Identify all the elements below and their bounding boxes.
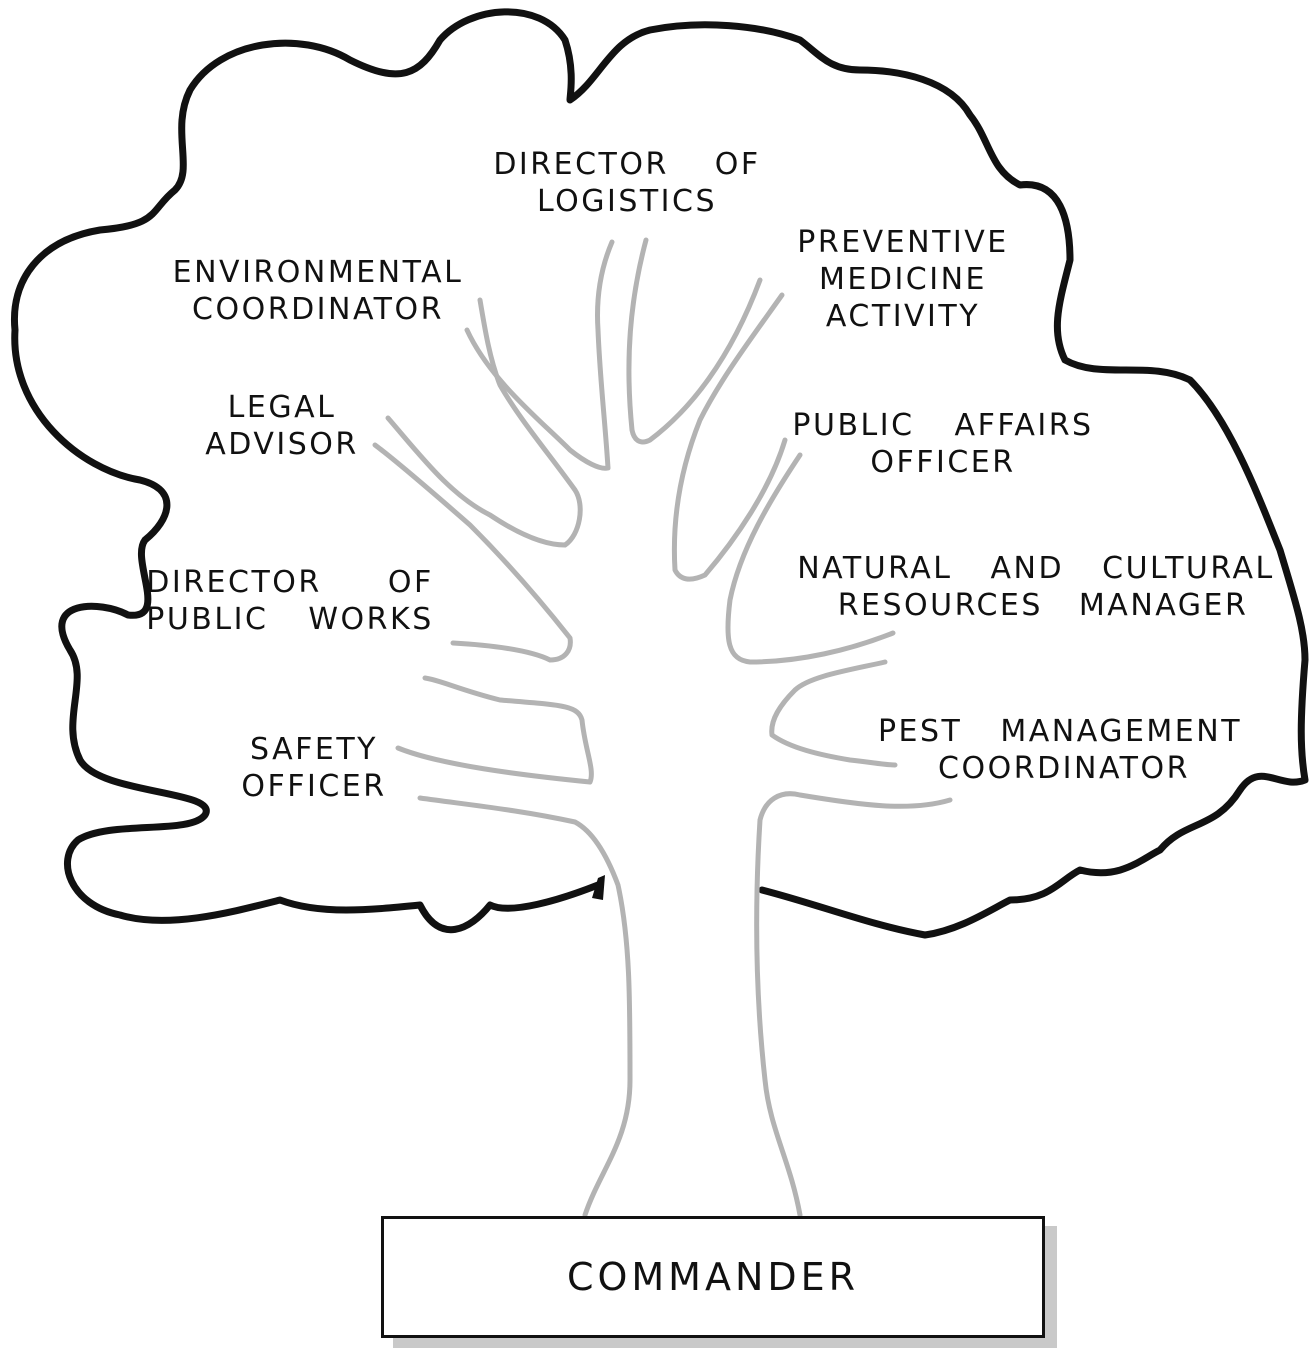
label-word: MANAGEMENT	[1000, 714, 1243, 749]
tree-canopy-outline	[10, 8, 1309, 939]
branch-natural	[769, 659, 898, 768]
label-legal-advisor: LEGAL ADVISOR	[205, 389, 358, 463]
branch-environmental	[464, 239, 615, 471]
label-word: AND	[990, 551, 1065, 586]
trunk-left-edge	[417, 795, 633, 1218]
label-word: COORDINATOR	[192, 292, 444, 327]
label-public-affairs-officer: PUBLIC AFFAIRS OFFICER	[792, 407, 1093, 481]
label-environmental-coordinator: ENVIRONMENTAL COORDINATOR	[173, 254, 464, 328]
label-word: OFFICER	[870, 445, 1016, 480]
label-preventive-medicine-activity: PREVENTIVE MEDICINE ACTIVITY	[797, 224, 1008, 335]
label-word: ENVIRONMENTAL	[172, 255, 464, 290]
label-director-of-logistics: DIRECTOR OF LOGISTICS	[493, 146, 760, 220]
label-word: CULTURAL	[1102, 551, 1275, 586]
label-natural-cultural-resources-manager: NATURAL AND CULTURAL RESOURCES MANAGER	[797, 550, 1275, 624]
branch-public-affairs	[725, 452, 896, 665]
label-word: PUBLIC	[146, 602, 269, 637]
label-word: RESOURCES	[837, 588, 1043, 623]
label-word: WORKS	[308, 602, 434, 637]
label-word: ACTIVITY	[825, 299, 981, 334]
label-word: LOGISTICS	[536, 184, 718, 219]
branch-safety	[395, 675, 594, 785]
label-word: PREVENTIVE	[797, 225, 1009, 260]
branch-legal	[385, 297, 583, 548]
label-word: OF	[387, 565, 434, 600]
trunk-right-edge	[754, 791, 953, 1218]
label-word: COORDINATOR	[938, 751, 1190, 786]
label-word: ADVISOR	[205, 427, 359, 462]
label-word: MANAGER	[1078, 588, 1249, 623]
label-word: PUBLIC	[792, 408, 915, 443]
label-word: AFFAIRS	[954, 408, 1094, 443]
label-word: DIRECTOR	[146, 565, 322, 600]
label-word: LEGAL	[227, 390, 337, 425]
label-word: PEST	[877, 714, 963, 749]
label-word: SAFETY	[250, 732, 378, 767]
label-word: OFFICER	[241, 769, 387, 804]
bark-mark-left	[592, 875, 605, 900]
commander-box: COMMANDER	[381, 1216, 1045, 1338]
label-safety-officer: SAFETY OFFICER	[241, 731, 386, 805]
label-pest-management-coordinator: PEST MANAGEMENT COORDINATOR	[878, 713, 1242, 787]
branch-public-works	[372, 442, 573, 663]
label-word: NATURAL	[797, 551, 953, 586]
label-director-of-public-works: DIRECTOR OF PUBLIC WORKS	[146, 564, 433, 638]
branch-preventive	[671, 292, 788, 582]
commander-label: COMMANDER	[566, 1255, 860, 1299]
label-word: MEDICINE	[819, 262, 987, 297]
label-word: OF	[714, 147, 761, 182]
label-word: DIRECTOR	[493, 147, 669, 182]
branch-logistics	[626, 237, 763, 445]
